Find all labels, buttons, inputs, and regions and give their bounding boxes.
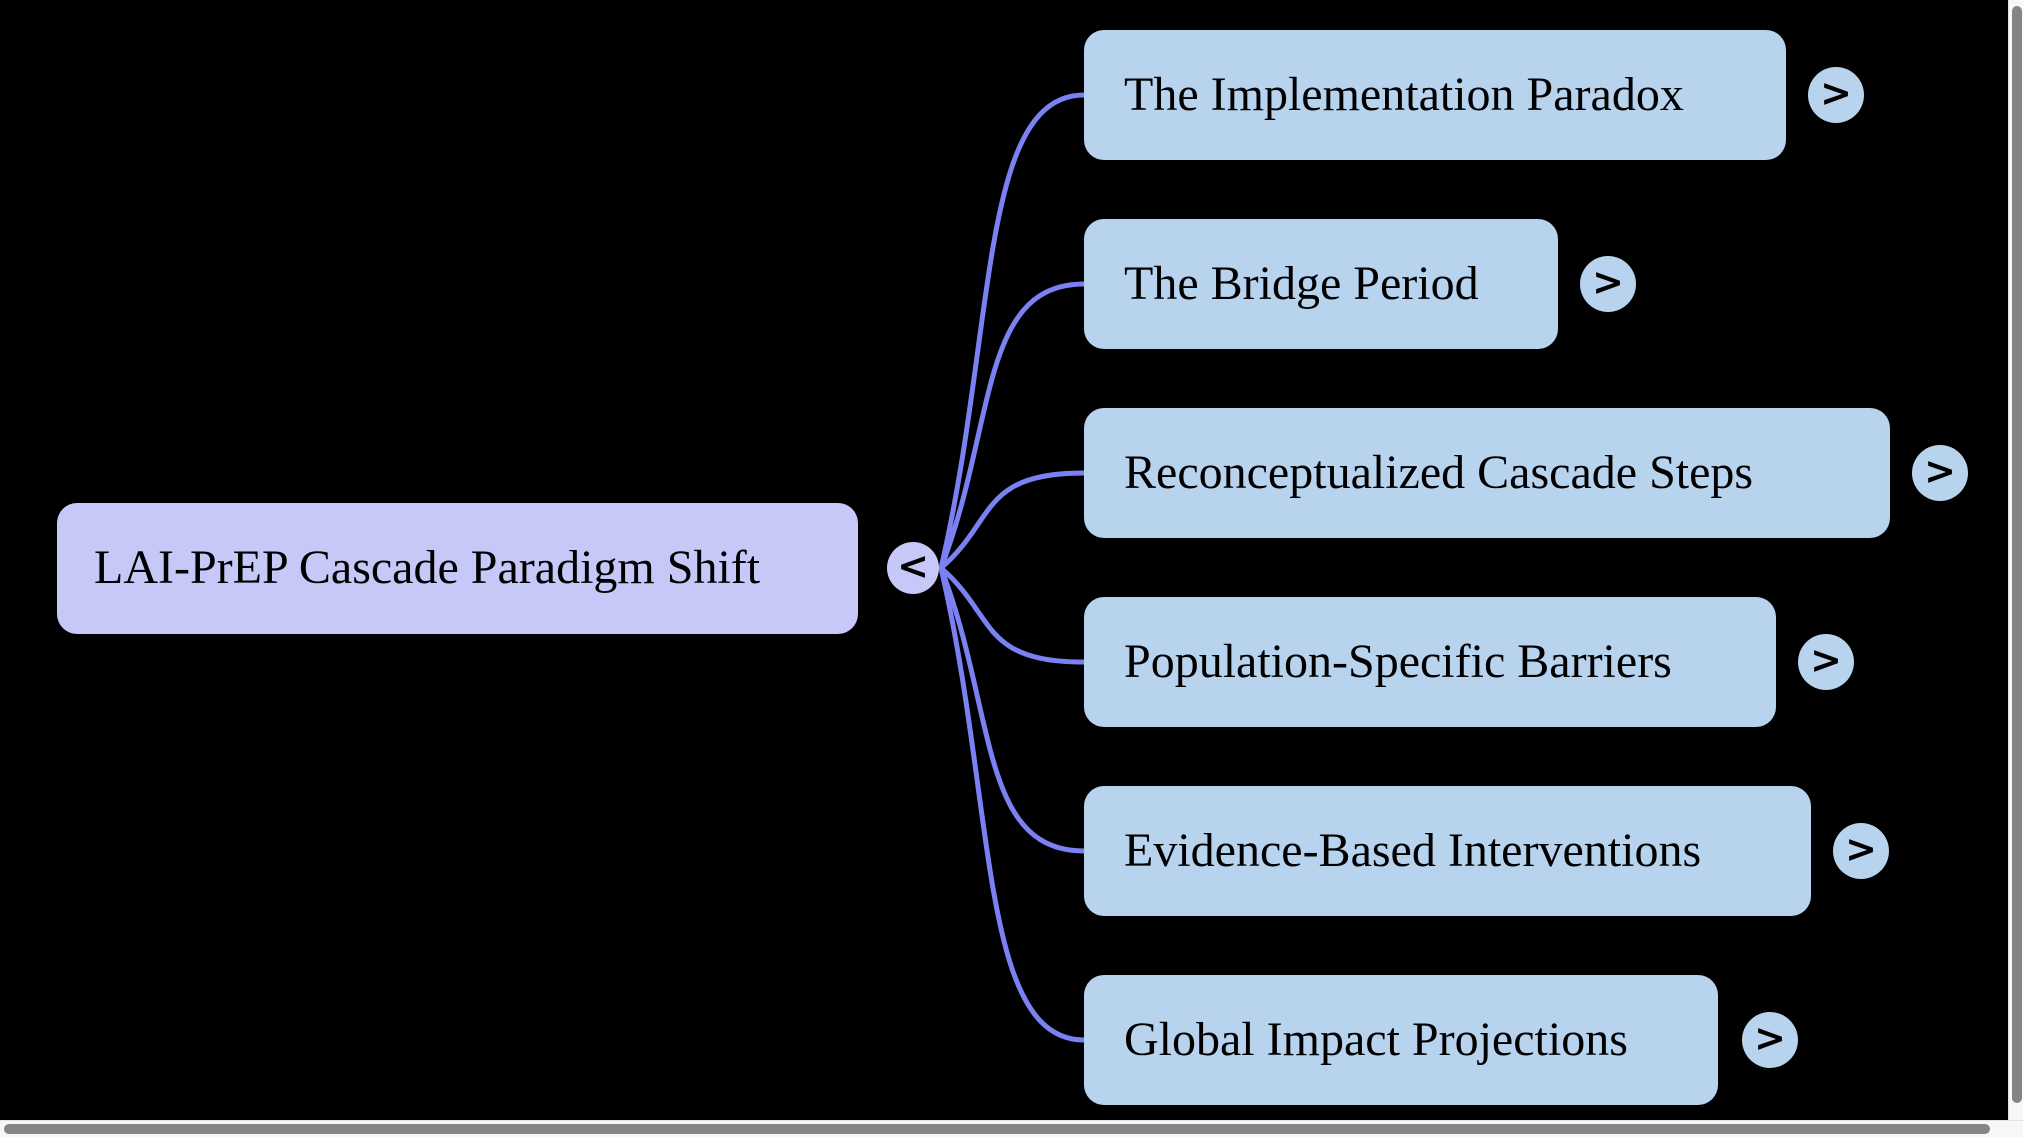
- vertical-scrollbar-thumb[interactable]: [2012, 6, 2022, 1103]
- expand-button-population-specific-barriers[interactable]: >: [1798, 634, 1854, 690]
- child-node-evidence-based-interventions[interactable]: Evidence-Based Interventions: [1084, 786, 1811, 916]
- expand-chevron-icon: >: [1810, 638, 1842, 682]
- expand-button-bridge-period[interactable]: >: [1580, 256, 1636, 312]
- collapse-chevron-icon: <: [897, 544, 929, 588]
- expand-chevron-icon: >: [1924, 449, 1956, 493]
- child-node-reconceptualized-cascade-steps[interactable]: Reconceptualized Cascade Steps: [1084, 408, 1890, 538]
- child-node-global-impact-projections[interactable]: Global Impact Projections: [1084, 975, 1718, 1105]
- expand-chevron-icon: >: [1845, 827, 1877, 871]
- child-node-label: Evidence-Based Interventions: [1124, 823, 1702, 877]
- link-root-to-implementation-paradox: [938, 92, 1087, 571]
- link-root-to-population-specific-barriers: [938, 565, 1087, 665]
- expand-button-reconceptualized-cascade-steps[interactable]: >: [1912, 445, 1968, 501]
- expand-chevron-icon: >: [1820, 71, 1852, 115]
- child-node-population-specific-barriers[interactable]: Population-Specific Barriers: [1084, 597, 1776, 727]
- horizontal-scrollbar-thumb[interactable]: [4, 1124, 1990, 1134]
- child-node-label: The Implementation Paradox: [1124, 67, 1684, 121]
- root-collapse-button[interactable]: <: [887, 542, 939, 594]
- expand-chevron-icon: >: [1754, 1016, 1786, 1060]
- root-node-label: LAI-PrEP Cascade Paradigm Shift: [94, 541, 761, 595]
- child-node-implementation-paradox[interactable]: The Implementation Paradox: [1084, 30, 1786, 160]
- expand-button-global-impact-projections[interactable]: >: [1742, 1012, 1798, 1068]
- expand-chevron-icon: >: [1592, 260, 1624, 304]
- child-node-label: The Bridge Period: [1124, 256, 1479, 310]
- link-root-to-bridge-period: [938, 281, 1087, 571]
- expand-button-evidence-based-interventions[interactable]: >: [1833, 823, 1889, 879]
- horizontal-scrollbar[interactable]: [0, 1120, 2023, 1137]
- expand-button-implementation-paradox[interactable]: >: [1808, 67, 1864, 123]
- root-node[interactable]: LAI-PrEP Cascade Paradigm Shift: [57, 503, 858, 634]
- child-node-label: Global Impact Projections: [1124, 1012, 1628, 1066]
- child-node-bridge-period[interactable]: The Bridge Period: [1084, 219, 1558, 349]
- child-node-label: Population-Specific Barriers: [1124, 634, 1672, 688]
- link-root-to-global-impact-projections: [938, 565, 1087, 1043]
- vertical-scrollbar[interactable]: [2008, 0, 2023, 1120]
- child-node-label: Reconceptualized Cascade Steps: [1124, 445, 1754, 499]
- link-root-to-evidence-based-interventions: [938, 565, 1087, 854]
- link-root-to-reconceptualized-cascade-steps: [938, 470, 1087, 571]
